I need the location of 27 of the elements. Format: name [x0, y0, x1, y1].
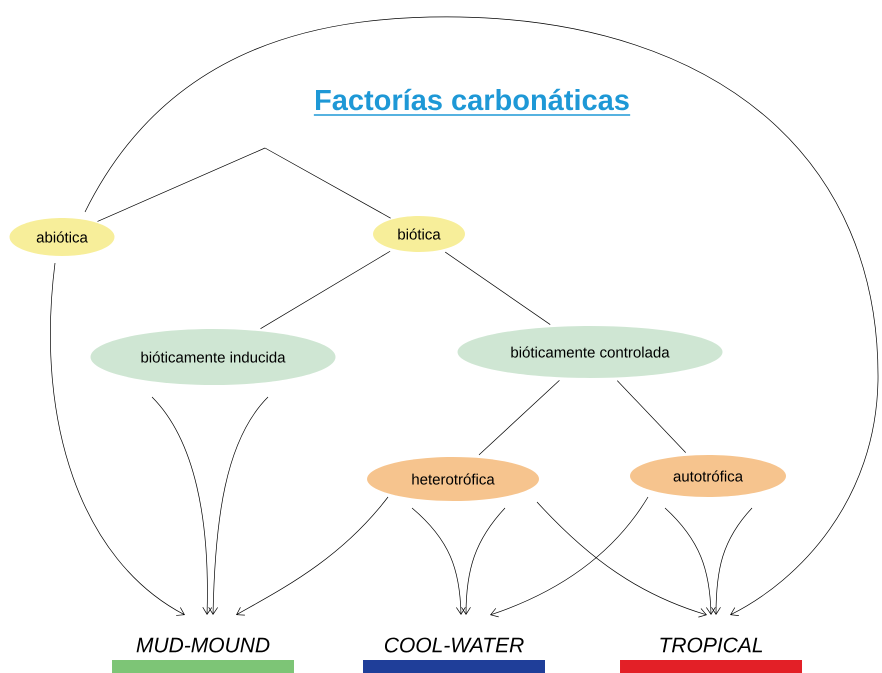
arrow [536, 502, 708, 618]
arrow [664, 508, 716, 615]
connector-line [264, 148, 391, 218]
arrow [50, 262, 185, 616]
connector-line [97, 148, 266, 222]
ellipse-node: autotrófica [630, 455, 786, 497]
arrow [84, 16, 878, 616]
arrow [412, 508, 466, 615]
connector-line [478, 380, 560, 456]
arrow [490, 496, 648, 618]
connector-line [616, 380, 686, 453]
arrow [711, 508, 752, 615]
connector-line [444, 252, 551, 325]
arrow [236, 496, 388, 616]
title: Factorías carbonáticas [314, 88, 630, 116]
ellipse-node: bióticamente inducida [90, 329, 336, 385]
category-label: TROPICAL [620, 638, 802, 673]
arrow [152, 396, 212, 615]
ellipse-node: bióticamente controlada [458, 326, 722, 378]
arrow [208, 396, 268, 615]
ellipse-node: heterotrófica [367, 457, 539, 501]
arrow [461, 508, 506, 615]
connector-line [260, 250, 390, 329]
ellipse-node: abiótica [10, 218, 114, 256]
category-label: COOL-WATER [363, 638, 545, 673]
category-label: MUD-MOUND [112, 638, 294, 673]
ellipse-node: biótica [373, 216, 465, 252]
